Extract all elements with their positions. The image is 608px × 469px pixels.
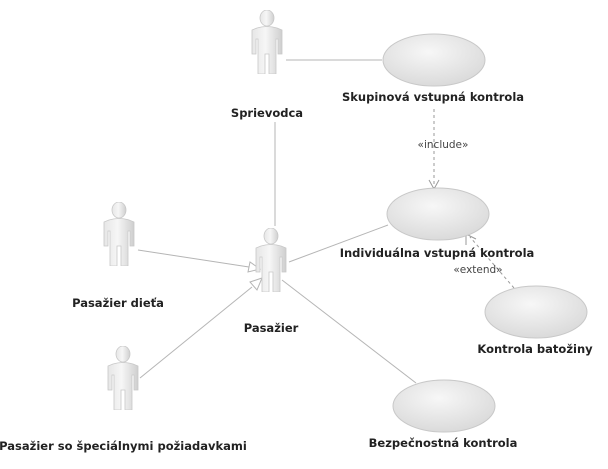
use-case-bezpecnostna[interactable]: Bezpečnostná kontrola xyxy=(369,379,518,450)
use-case-batoziny-shape xyxy=(484,285,588,339)
actor-pasazier-special[interactable]: Pasažier so špeciálnymi požiadavkami xyxy=(0,346,247,453)
use-case-bezpecnostna-label: Bezpečnostná kontrola xyxy=(369,436,518,450)
actor-pasazier[interactable]: Pasažier xyxy=(244,228,299,335)
extend-stereotype: «extend» xyxy=(453,264,502,276)
generalization-special-line xyxy=(139,286,253,379)
actor-pasazier-special-icon xyxy=(107,346,139,410)
actor-pasazier-label: Pasažier xyxy=(244,321,299,335)
associations xyxy=(274,59,417,384)
actor-pasazier-dieta-label: Pasažier dieťa xyxy=(72,296,164,310)
generalization-dieta-line xyxy=(137,249,250,268)
use-case-individualna-shape xyxy=(386,187,490,241)
use-case-individualna[interactable]: Individuálna vstupná kontrola xyxy=(340,187,535,260)
use-case-individualna-label: Individuálna vstupná kontrola xyxy=(340,246,535,260)
assoc-pasazier-individualna xyxy=(288,224,389,263)
dependencies: «include» «extend» xyxy=(418,109,515,289)
actor-pasazier-dieta-icon xyxy=(103,202,135,266)
include-stereotype: «include» xyxy=(418,139,469,151)
use-case-bezpecnostna-shape xyxy=(392,379,496,433)
actor-pasazier-special-label: Pasažier so špeciálnymi požiadavkami xyxy=(0,439,247,453)
actor-sprievodca-icon xyxy=(251,10,283,74)
actor-sprievodca-label: Sprievodca xyxy=(231,106,303,120)
use-case-batoziny-label: Kontrola batožiny xyxy=(477,342,593,356)
use-case-skupinova-shape xyxy=(382,33,486,87)
use-case-skupinova[interactable]: Skupinová vstupná kontrola xyxy=(342,33,524,104)
generalization-special-arrowhead xyxy=(249,277,263,291)
extend-line xyxy=(469,236,515,289)
assoc-pasazier-bezpecnostna xyxy=(281,279,417,384)
generalizations xyxy=(137,249,263,379)
use-case-skupinova-label: Skupinová vstupná kontrola xyxy=(342,90,524,104)
actor-pasazier-dieta[interactable]: Pasažier dieťa xyxy=(72,202,164,310)
actor-sprievodca[interactable]: Sprievodca xyxy=(231,10,303,120)
use-case-batoziny[interactable]: Kontrola batožiny xyxy=(477,285,593,356)
